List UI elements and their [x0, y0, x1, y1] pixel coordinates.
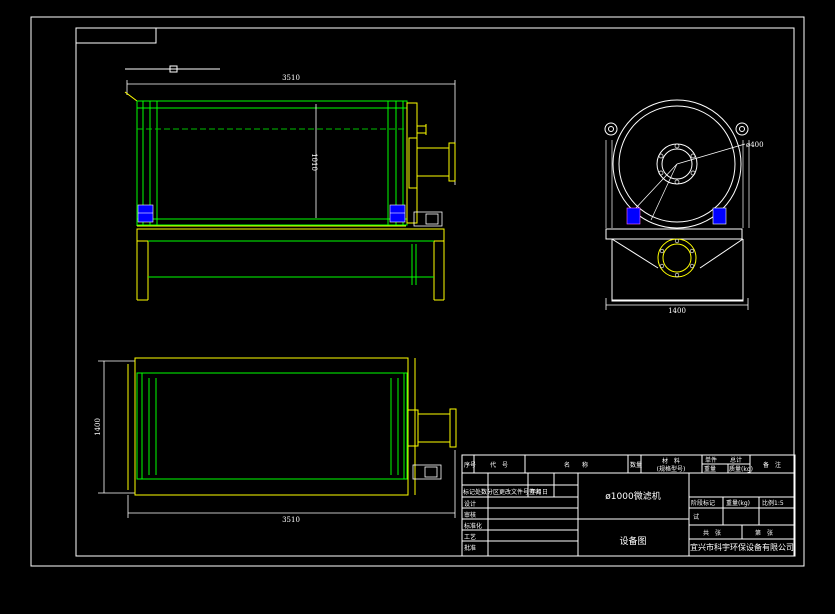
plan-outlet-pipe: [407, 408, 457, 448]
scale-indicator: [125, 65, 220, 73]
plan-length-label: 3510: [282, 516, 300, 524]
front-outlet-pipe: [406, 102, 456, 224]
side-outlet-circle: [657, 238, 697, 278]
header-remark: 备 注: [763, 461, 781, 469]
side-motor-left: [626, 207, 641, 225]
plan-length-dimension: [127, 450, 456, 518]
approve-label: 批准: [464, 544, 476, 552]
plan-width-label: 1400: [94, 418, 102, 436]
header-material: 材 料: [662, 457, 680, 465]
front-height-label: 1010: [310, 153, 318, 171]
header-qty: 数量: [630, 461, 642, 469]
stage-label: 阶段标记: [691, 499, 715, 507]
header-name: 名 称: [564, 461, 588, 469]
front-base-frame: [136, 228, 445, 301]
side-motor-right: [712, 207, 727, 225]
side-diameter-label: ø400: [746, 141, 764, 149]
front-motor-right: [389, 204, 406, 223]
side-width-label: 1400: [668, 307, 686, 315]
sheet-total: 共 张: [703, 529, 721, 537]
check-label: 审核: [464, 511, 476, 519]
front-view: 3510 1010: [124, 74, 456, 301]
drawing-type: 设备图: [619, 535, 646, 547]
title-block-grid: [461, 454, 796, 557]
sheet-no: 第 张: [755, 529, 773, 537]
front-base-beam: [148, 240, 434, 285]
company-name: 宜兴市科宇环保设备有限公司: [690, 542, 794, 552]
front-drive-unit: [413, 211, 443, 227]
side-width-dimension: [605, 298, 749, 310]
side-support-lines: [605, 140, 750, 228]
front-drum-outline: [124, 91, 406, 227]
front-length-label: 3510: [282, 74, 300, 82]
header-weight-unit: 质量(kg): [729, 465, 753, 473]
plan-outer-frame: [127, 357, 416, 496]
front-motor-left: [137, 204, 154, 223]
weight-label: 重量(kg): [726, 499, 750, 507]
drawing-frame: [30, 16, 805, 567]
side-base-frame: [605, 228, 744, 302]
process-label: 工艺: [464, 533, 476, 541]
front-drum-body: [136, 100, 408, 226]
header-total: 总计: [730, 456, 742, 464]
design-label: 设计: [464, 500, 476, 508]
side-drum-circle: [604, 99, 749, 229]
title-block: 序号 代 号 名 称 数量 材 料 (规格型号) 单件 总计 重量 质量(kg)…: [461, 454, 796, 557]
header-code: 代 号: [490, 461, 508, 469]
header-unit: 单件: [705, 456, 717, 464]
header-material-sub: (规格型号): [657, 465, 686, 473]
trial-label: 试: [693, 513, 699, 521]
scale-label: 比例1:5: [762, 499, 784, 507]
side-view: ø400: [604, 99, 764, 315]
plan-drive-unit: [412, 464, 442, 480]
revision-label: 标记处数分区更改文件号签名: [463, 488, 541, 496]
side-outlet-bolts: [659, 238, 695, 278]
plan-drum-body: [136, 372, 408, 480]
header-weight: 重量: [704, 465, 716, 473]
product-name: ø1000微滤机: [605, 490, 660, 502]
front-length-dimension: [126, 80, 456, 185]
header-seq: 序号: [464, 461, 476, 469]
plan-view: 1400 3510: [94, 357, 457, 524]
standard-label: 标准化: [464, 522, 482, 530]
plan-width-dimension: [98, 360, 135, 494]
date-label: 年月日: [530, 488, 548, 496]
side-inlet-bolts: [658, 143, 696, 185]
